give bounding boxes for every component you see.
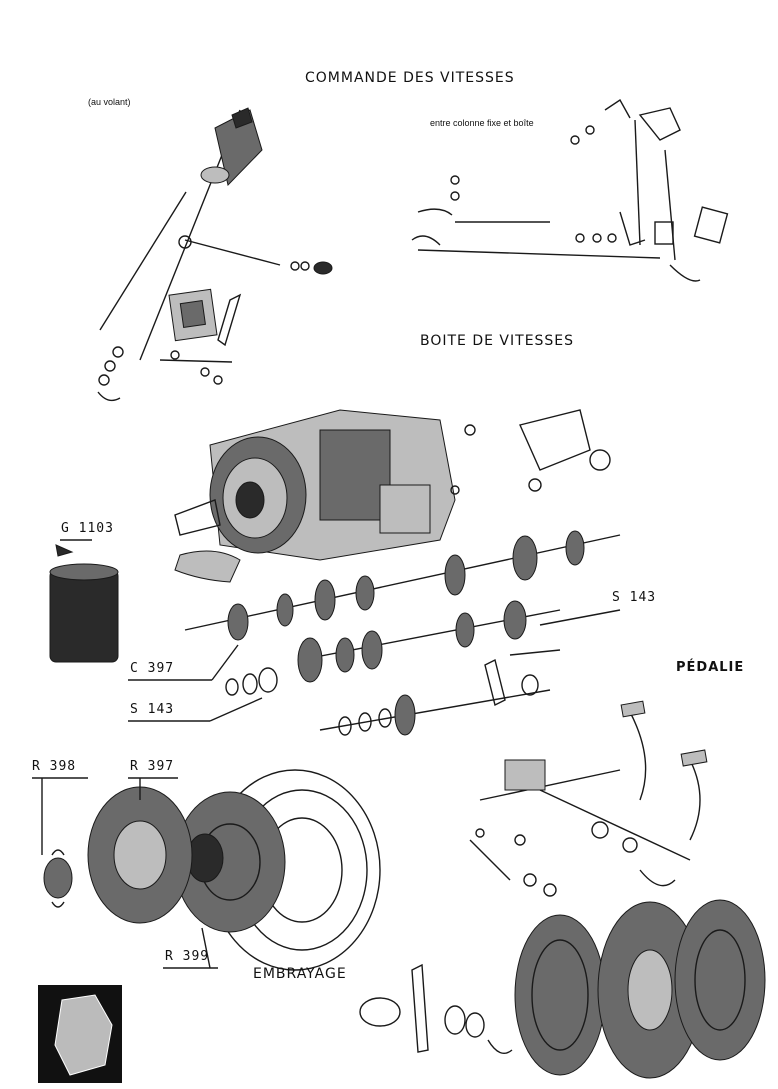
bottom-left-part-drawing bbox=[54, 994, 113, 1076]
leader-lines bbox=[32, 539, 621, 969]
ref-s143-right: S 143 bbox=[612, 590, 657, 605]
gear-shafts-drawing bbox=[184, 530, 621, 736]
au-volant-caption: (au volant) bbox=[88, 97, 131, 107]
ref-c397: C 397 bbox=[130, 661, 175, 676]
clutch-drawing bbox=[43, 769, 381, 971]
pedalier-title: PÉDALIE bbox=[676, 660, 745, 675]
g1103-part-drawing bbox=[49, 563, 119, 663]
ref-s143-left: S 143 bbox=[130, 702, 175, 717]
ref-r397: R 397 bbox=[130, 759, 175, 774]
linkage-drawing bbox=[411, 98, 729, 282]
ref-r399: R 399 bbox=[165, 949, 210, 964]
ref-r398: R 398 bbox=[32, 759, 77, 774]
ref-g1103: G 1103 bbox=[61, 521, 114, 536]
embrayage-title: EMBRAYAGE bbox=[253, 966, 347, 982]
boite-de-vitesses-title: BOITE DE VITESSES bbox=[420, 333, 575, 349]
steering-column-shift-drawing bbox=[97, 107, 333, 402]
entre-colonne-caption: entre colonne fixe et boîte bbox=[430, 118, 534, 128]
gearbox-housing-drawing bbox=[174, 409, 611, 583]
clutch-assembly-lower-drawing bbox=[359, 899, 766, 1079]
pedal-assembly-drawing bbox=[469, 700, 708, 897]
commande-des-vitesses-title: COMMANDE DES VITESSES bbox=[305, 70, 515, 86]
